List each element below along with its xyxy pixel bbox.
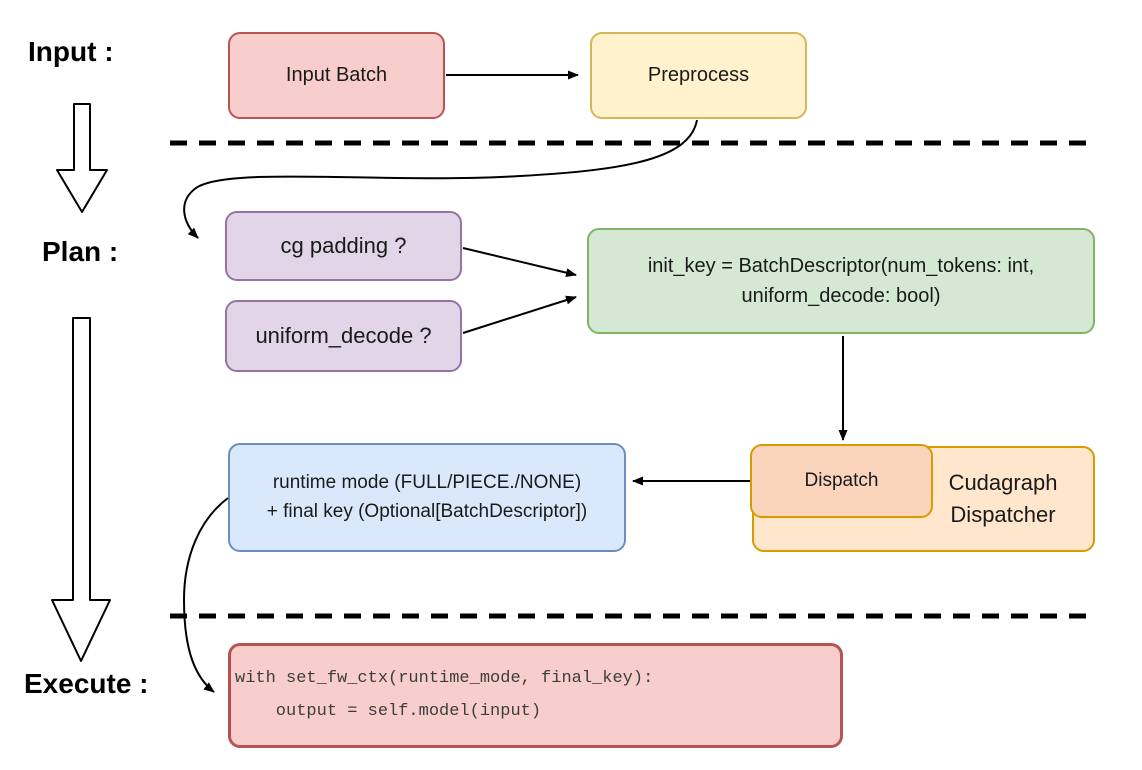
stage-label-execute: Execute : (24, 668, 149, 699)
node-init-key-label: init_key = BatchDescriptor(num_tokens: i… (647, 255, 1035, 307)
node-preprocess: Preprocess (590, 32, 807, 119)
node-preprocess-label: Preprocess (647, 64, 750, 86)
node-runtime-mode-label: runtime mode (FULL/PIECE./NONE) + final … (266, 472, 588, 522)
arrow-uniformdecode-to-initkey (462, 295, 577, 334)
node-input-batch-label: Input Batch (285, 64, 388, 86)
node-dispatch: Dispatch (750, 444, 933, 518)
stage-label-plan: Plan : (42, 236, 119, 267)
node-cg-padding: cg padding ? (225, 211, 462, 281)
node-runtime-mode: runtime mode (FULL/PIECE./NONE) + final … (228, 443, 626, 552)
block-arrow-plan-to-execute (51, 317, 111, 662)
node-cg-padding-label: cg padding ? (280, 233, 407, 258)
node-execute-code: with set_fw_ctx(runtime_mode, final_key)… (228, 643, 843, 748)
arrow-cgpadding-to-initkey (462, 247, 577, 278)
node-input-batch: Input Batch (228, 32, 445, 119)
stage-label-input: Input : (28, 36, 114, 67)
node-uniform-decode-label: uniform_decode ? (255, 323, 432, 348)
node-init-key: init_key = BatchDescriptor(num_tokens: i… (587, 228, 1095, 334)
block-arrow-input-to-plan (56, 103, 108, 213)
node-dispatch-label: Dispatch (804, 470, 879, 491)
node-execute-code-text: with set_fw_ctx(runtime_mode, final_key)… (235, 668, 654, 721)
arrow-runtimemode-to-executecode (182, 497, 229, 693)
node-cudagraph-dispatcher-label: Cudagraph Dispatcher (948, 470, 1058, 527)
node-uniform-decode: uniform_decode ? (225, 300, 462, 372)
